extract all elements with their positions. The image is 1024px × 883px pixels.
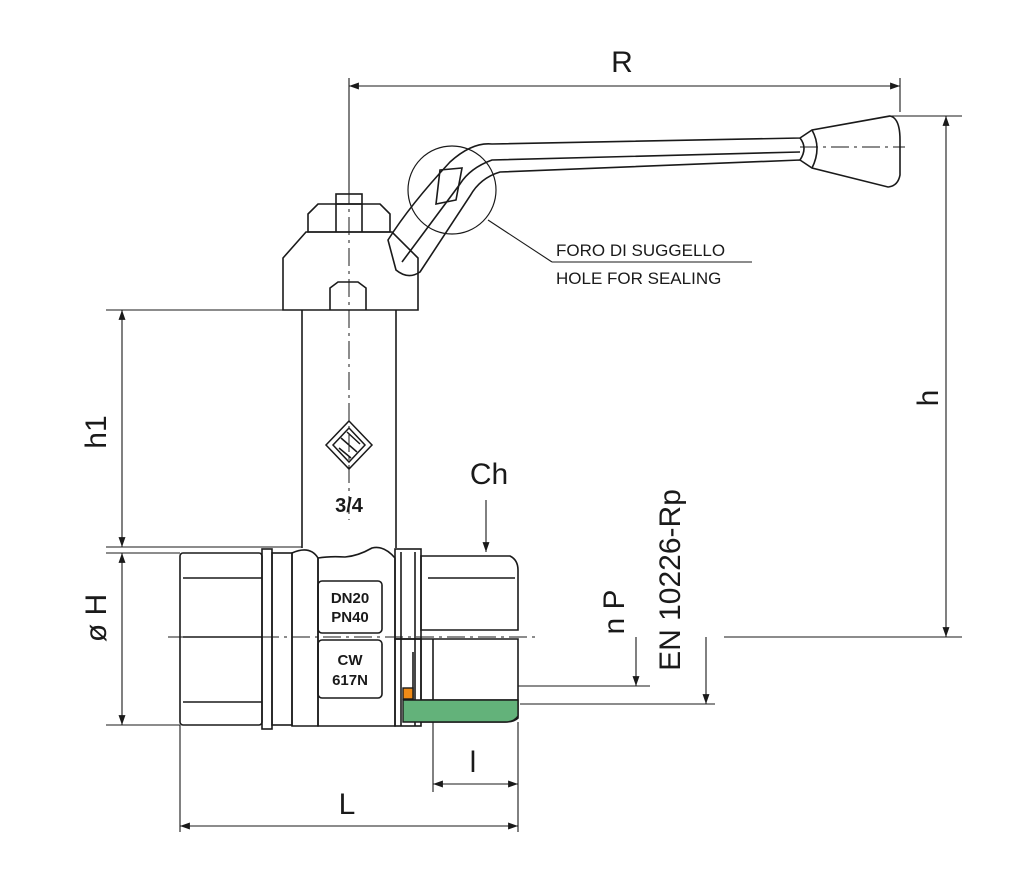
dimension-lines xyxy=(106,78,962,832)
seal-ring xyxy=(402,687,414,700)
dimension-label-h: h xyxy=(912,390,945,407)
dimension-label-Ch: Ch xyxy=(470,458,508,491)
valve-body xyxy=(179,546,519,730)
thread-engagement-band xyxy=(402,699,519,723)
manufacturer-logo-icon xyxy=(324,419,374,471)
material-marking-1: CW xyxy=(338,652,364,669)
dn-marking: DN20 xyxy=(331,590,369,607)
dimension-label-L: L xyxy=(339,788,356,821)
dimension-label-H: ø H xyxy=(80,594,113,642)
sealing-hole-callout-circle xyxy=(407,145,497,235)
material-marking-2: 617N xyxy=(332,672,368,689)
dimension-label-nP: n P xyxy=(598,589,631,634)
callout-text-italian: FORO DI SUGGELLO xyxy=(556,241,725,260)
pn-marking: PN40 xyxy=(331,609,369,626)
dimension-label-R: R xyxy=(611,46,633,79)
dimension-label-h1: h1 xyxy=(80,415,113,448)
size-marking: 3/4 xyxy=(335,495,364,517)
thread-standard-label: EN 10226-Rp xyxy=(654,489,687,671)
centre-lines xyxy=(168,146,905,638)
dimension-label-l: l xyxy=(470,746,477,779)
lever-handle xyxy=(387,115,901,277)
callout-text-english: HOLE FOR SEALING xyxy=(556,269,721,288)
